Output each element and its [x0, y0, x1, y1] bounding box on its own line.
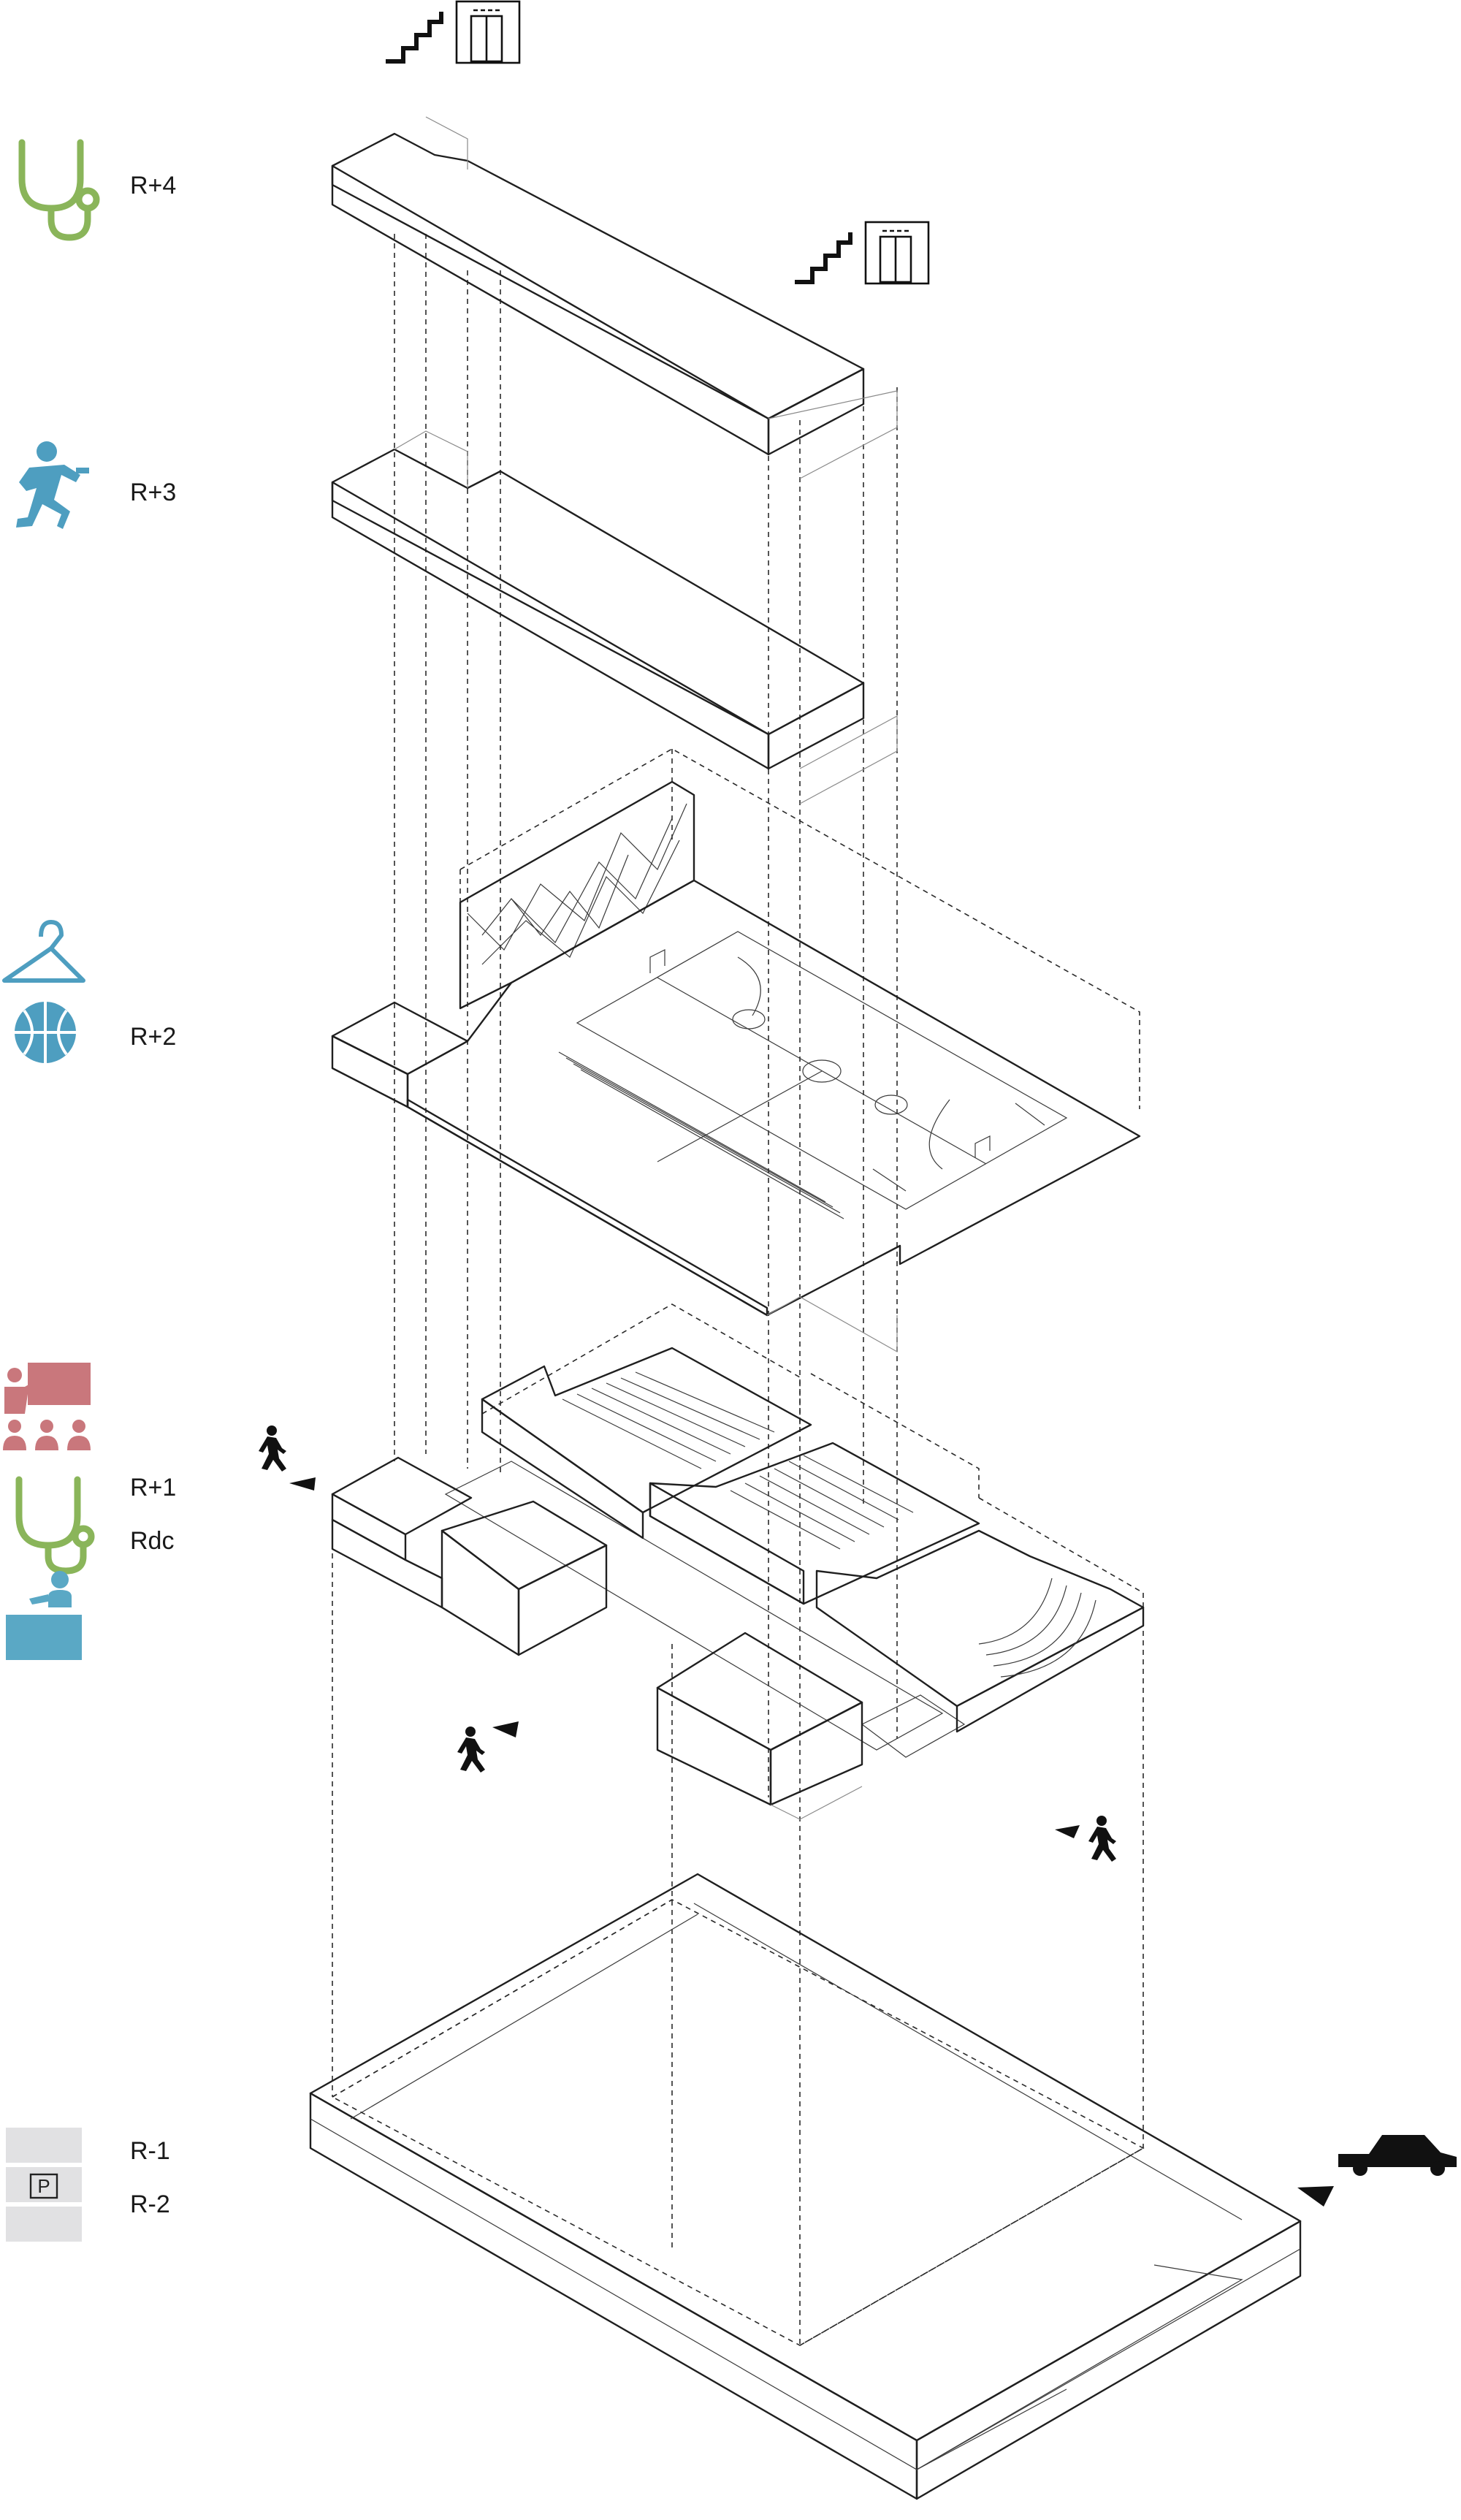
- entry-markers: [259, 1425, 1457, 2207]
- slab-r3: [331, 430, 898, 804]
- slab-r2: [331, 748, 1141, 1353]
- stairs-icon: [386, 12, 443, 64]
- slab-r3-top: [331, 448, 865, 736]
- service-block-r2: [331, 1001, 469, 1076]
- entry-arrow-icon: [1297, 2186, 1334, 2207]
- circulation-strip: [444, 1461, 944, 1751]
- auditorium-1-side: [481, 1398, 644, 1539]
- slab-r3-side-right: [767, 682, 865, 770]
- level-label-r-2: R-2: [130, 2190, 170, 2218]
- basement-side-left: [309, 2092, 918, 2500]
- entry-arrow-icon: [492, 1721, 519, 1737]
- basement-parking: [309, 1873, 1302, 2500]
- basement-side-right: [915, 2220, 1302, 2500]
- auditorium-3-top: [815, 1529, 1145, 1708]
- basketball-court-lines: [576, 931, 1068, 1210]
- parking-swatch: [6, 2167, 82, 2202]
- level-label-r1: R+1: [130, 1474, 176, 1501]
- basement-swatch-r1: [6, 2128, 82, 2163]
- level-label-r3: R+3: [130, 479, 176, 506]
- auditorium-3-side: [955, 1606, 1145, 1733]
- level-label-r2: R+2: [130, 1023, 176, 1051]
- legend-r1-rdc: R+1 Rdc: [3, 1363, 176, 1660]
- culture-block-rdc-right: [517, 1544, 608, 1656]
- car-icon: [1338, 2135, 1457, 2176]
- elevator-icon: [455, 0, 521, 64]
- entry-arrow-icon: [1055, 1825, 1080, 1838]
- service-block-rdc-side: [331, 1493, 407, 1561]
- sports-hall-floor-side: [406, 1098, 768, 1317]
- reception-desk-icon: [6, 1571, 82, 1660]
- stethoscope-icon: [15, 1476, 95, 1575]
- slab-r3-side-front: [331, 481, 770, 770]
- circulation-strip-2: [861, 1694, 966, 1758]
- runner-fitness-icon: [16, 441, 89, 529]
- stairs-icon: [795, 232, 852, 284]
- legend-r2: R+2: [2, 920, 176, 1063]
- culture-block-rdc-left: [440, 1529, 520, 1656]
- parking-sign-icon: P: [29, 2173, 58, 2199]
- sports-hall-floor: [406, 879, 1141, 1317]
- reception-block-left: [656, 1686, 772, 1806]
- culture-block-rdc-top: [440, 1500, 608, 1591]
- pedestrian-icon: [1088, 1816, 1116, 1862]
- service-block-r2-side: [331, 1035, 409, 1108]
- auditorium-2-side: [649, 1482, 805, 1605]
- slab-r4-top: [331, 132, 865, 420]
- reception-block-right: [769, 1701, 863, 1806]
- classroom-icon: [3, 1363, 91, 1450]
- legend-r3: R+3: [16, 441, 176, 529]
- level-label-rdc: Rdc: [130, 1527, 174, 1555]
- slab-r4: [331, 116, 898, 479]
- auditorium-2-steps: [730, 1455, 914, 1550]
- service-block-rdc: [331, 1456, 473, 1536]
- auditorium-2-top: [649, 1442, 980, 1605]
- level-label-r-1: R-1: [130, 2137, 170, 2165]
- auditorium-1-steps: [562, 1371, 775, 1469]
- entry-arrow-icon: [289, 1477, 316, 1491]
- auditorium-3-steps: [978, 1577, 1096, 1678]
- slab-r4-side-right: [767, 368, 865, 456]
- legend-r4: R+4: [18, 139, 176, 241]
- basement-swatch-r2: [6, 2207, 82, 2242]
- level-label-r4: R+4: [130, 172, 176, 199]
- reception-block-top: [656, 1632, 863, 1751]
- slab-r4-side-front: [331, 164, 770, 456]
- health-strip-rdc: [331, 1518, 443, 1609]
- elevator-icon: [864, 221, 930, 285]
- core-projection-lines: [332, 234, 1144, 2346]
- stethoscope-icon: [18, 139, 100, 241]
- basketball-icon: [15, 1002, 76, 1063]
- slab-r1-rdc: [331, 1303, 1145, 1820]
- tribune-steps: [558, 1051, 844, 1219]
- parking-sign-label: P: [37, 2175, 50, 2197]
- auditorium-1-top: [481, 1347, 812, 1514]
- stairs-elevator-top: [386, 0, 521, 64]
- pedestrian-icon: [457, 1727, 485, 1773]
- tribune-wall: [459, 780, 695, 1010]
- stairs-elevator-right: [795, 221, 930, 285]
- legend-basement: P R-1 R-2: [6, 2128, 170, 2242]
- basement-top: [309, 1873, 1302, 2442]
- pedestrian-icon: [259, 1425, 286, 1472]
- hanger-icon: [2, 920, 85, 983]
